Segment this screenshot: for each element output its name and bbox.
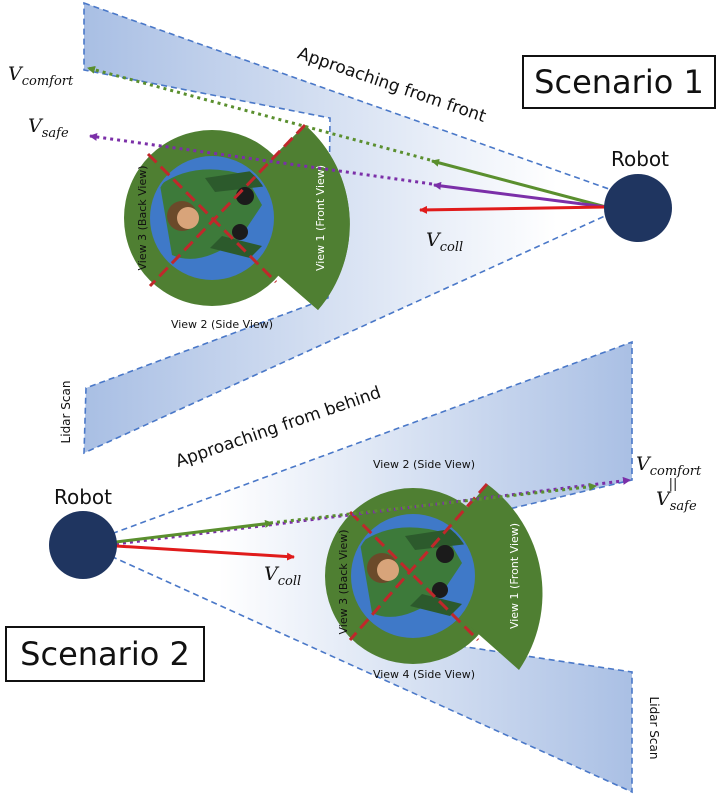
scenario2-person-icon (360, 527, 468, 617)
scenario1-view2-label: View 2 (Side View) (171, 318, 273, 331)
scenario2-view1-label: View 1 (Front View) (508, 523, 521, 629)
scenario2-v-comfort-label: Vcomfort (636, 453, 702, 479)
scenario1-v-coll-label: Vcoll (426, 229, 463, 255)
scenario2-parallel-symbol: || (669, 477, 678, 492)
scenario1-v-safe-dotted (89, 133, 433, 186)
scenario1-v-comfort-label: Vcomfort (8, 63, 74, 89)
scenario2-title: Scenario 2 (5, 626, 205, 682)
scenario2-v-comfort-dotted (269, 482, 597, 525)
scenario2-v-coll-arrow (115, 544, 295, 561)
scenario1-v-comfort-arrow (431, 158, 607, 209)
scenario1-person-region (124, 123, 350, 310)
scenario2-lidar-label: Lidar Scan (647, 697, 661, 760)
scenario2-view4-label: View 4 (Side View) (373, 668, 475, 681)
scenario2-robot (49, 511, 117, 579)
scenario1-robot (604, 174, 672, 242)
scenario1-view1-label: View 1 (Front View) (314, 165, 327, 271)
scenario2-view2-label: View 2 (Side View) (373, 458, 475, 471)
scenario1-robot-label: Robot (611, 147, 669, 171)
scenario1-group: View 1 (Front View) View 2 (Side View) V… (8, 1, 672, 455)
scenario1-lidar-label: Lidar Scan (59, 381, 73, 444)
scenario1-title: Scenario 1 (522, 55, 716, 109)
scenario1-v-coll-arrow (419, 205, 607, 214)
scenario2-v-coll-label: Vcoll (264, 563, 301, 589)
scenario1-v-safe-label: Vsafe (28, 115, 69, 141)
scenario2-robot-label: Robot (54, 485, 112, 509)
scenario2-v-safe-dotted (115, 476, 631, 546)
scenario2-view3-label: View 3 (Back View) (337, 530, 350, 635)
scenario2-v-comfort-arrow (115, 519, 273, 544)
scenario1-view3-label: View 3 (Back View) (136, 166, 149, 271)
scenario1-person-icon (160, 169, 268, 259)
scenario1-v-safe-arrow (433, 181, 607, 209)
scenario1-v-comfort-dotted (87, 65, 431, 162)
scenario2-person-region (325, 483, 543, 670)
scenario2-v-safe-label: Vsafe (656, 488, 697, 514)
